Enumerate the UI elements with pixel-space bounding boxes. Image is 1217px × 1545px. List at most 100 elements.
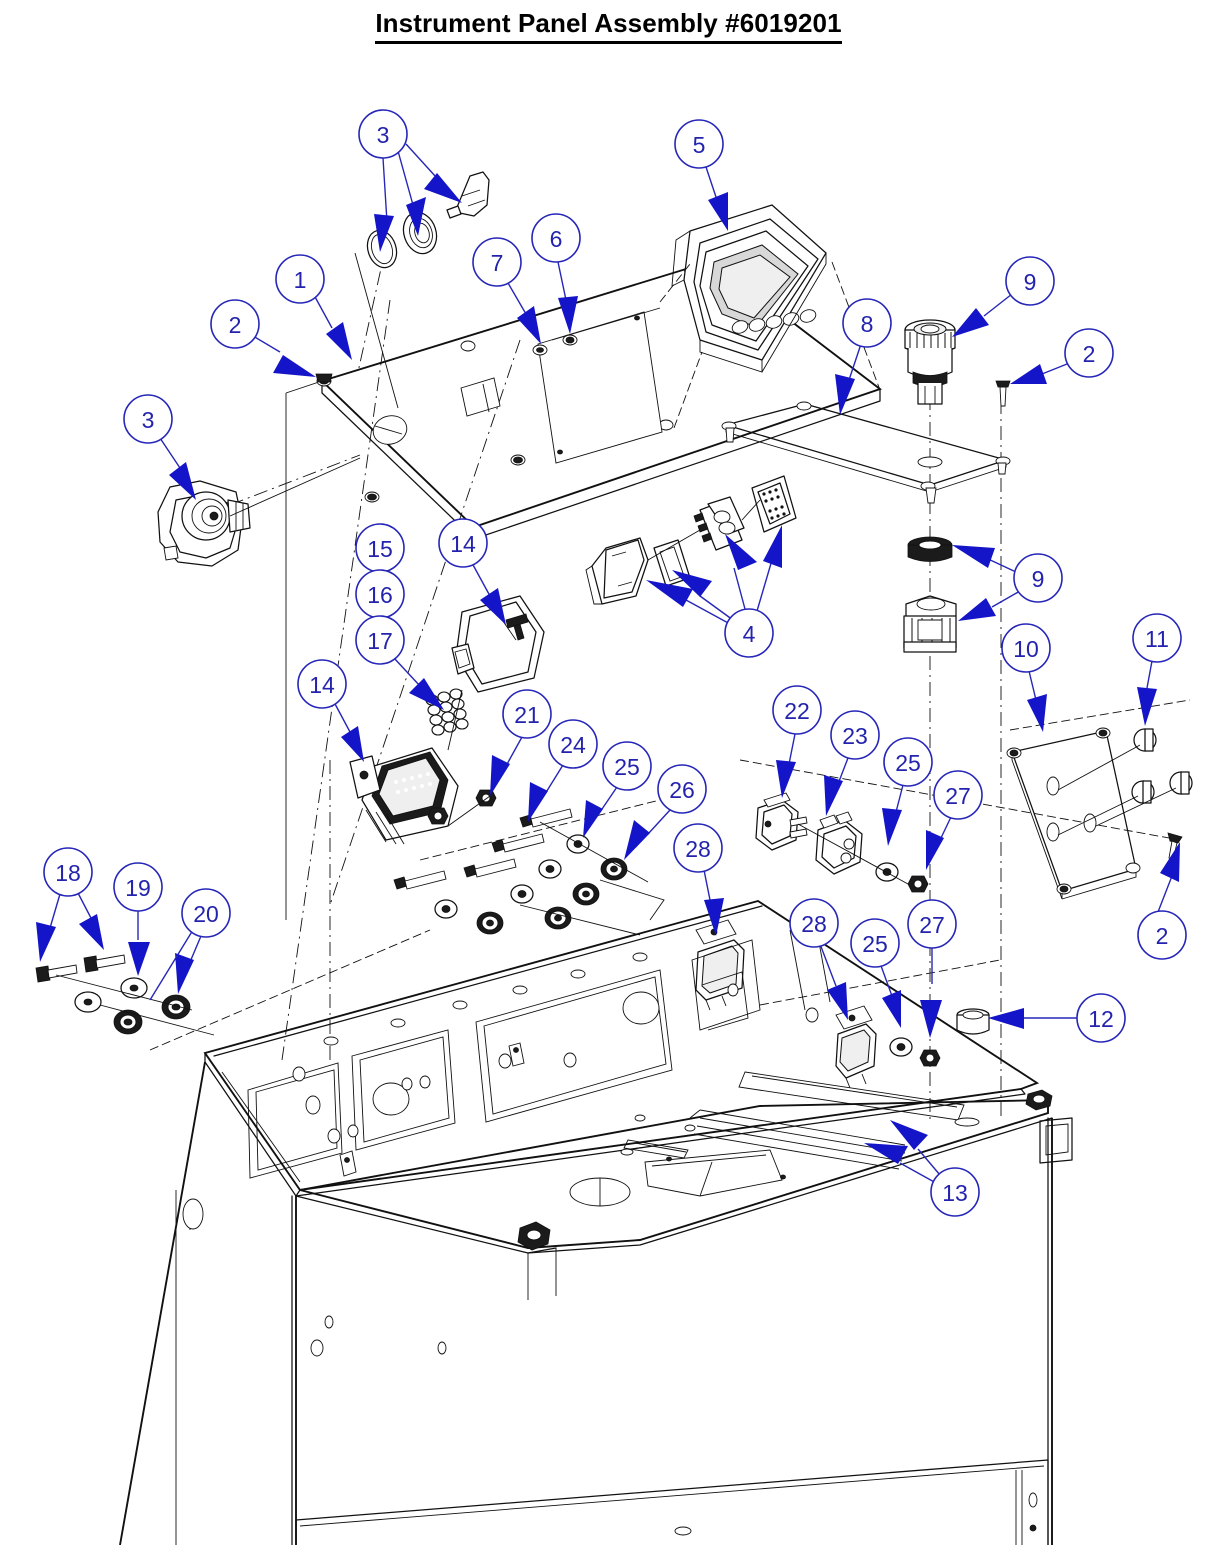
callout-label: 5 [693,132,706,158]
callout-circle[interactable] [210,299,260,349]
callout-circle[interactable] [933,770,983,820]
callout-bubble-17[interactable]: 17 [355,615,405,665]
callout-label: 14 [309,672,335,698]
callout-bubble-16[interactable]: 16 [355,569,405,619]
callout-bubble-2[interactable]: 2 [1137,910,1187,960]
callout-bubble-18[interactable]: 18 [43,847,93,897]
callout-bubble-25[interactable]: 25 [602,741,652,791]
callout-circle[interactable] [1137,910,1187,960]
callout-label: 8 [861,311,874,337]
page-title: Instrument Panel Assembly #6019201 [0,8,1217,44]
callout-label: 24 [560,732,586,758]
callout-label: 14 [450,531,476,557]
callout-label: 27 [919,912,945,938]
callout-bubble-4[interactable]: 4 [724,608,774,658]
callout-bubble-22[interactable]: 22 [772,685,822,735]
callout-bubble-27[interactable]: 27 [933,770,983,820]
callout-label: 2 [229,312,242,338]
callout-circle[interactable] [789,898,839,948]
callout-circle[interactable] [830,710,880,760]
callout-bubble-3[interactable]: 3 [123,394,173,444]
callout-label: 6 [550,226,563,252]
callout-bubble-8[interactable]: 8 [842,298,892,348]
callout-bubble-14[interactable]: 14 [297,659,347,709]
callout-circle[interactable] [123,394,173,444]
callout-label: 21 [514,702,540,728]
callout-label: 2 [1083,341,1096,367]
part-9-estop-assembly [903,319,957,653]
callout-bubble-5[interactable]: 5 [674,119,724,169]
callout-label: 19 [125,875,151,901]
callout-bubble-7[interactable]: 7 [472,237,522,287]
callout-circle[interactable] [1013,553,1063,603]
callout-circle[interactable] [297,659,347,709]
callout-circle[interactable] [907,899,957,949]
callout-bubble-28[interactable]: 28 [673,823,723,873]
callout-bubble-2[interactable]: 2 [210,299,260,349]
callout-bubble-19[interactable]: 19 [113,862,163,912]
callout-bubble-24[interactable]: 24 [548,719,598,769]
callout-circle[interactable] [602,741,652,791]
callout-circle[interactable] [1064,328,1114,378]
fastener-rows-24-25-26 [393,808,665,936]
callout-bubble-6[interactable]: 6 [531,213,581,263]
callout-bubble-13[interactable]: 13 [930,1167,980,1217]
callout-circle[interactable] [674,119,724,169]
callout-bubble-9[interactable]: 9 [1013,553,1063,603]
callout-label: 9 [1024,269,1037,295]
callout-circle[interactable] [113,862,163,912]
page-title-text: Instrument Panel Assembly #6019201 [375,8,842,44]
callout-bubble-25[interactable]: 25 [883,737,933,787]
callout-circle[interactable] [1005,256,1055,306]
callout-bubble-1[interactable]: 1 [275,254,325,304]
part-14-17-relay-module [349,595,545,845]
callout-circle[interactable] [673,823,723,873]
callout-circle[interactable] [358,109,408,159]
callout-bubble-12[interactable]: 12 [1076,993,1126,1043]
callout-bubble-15[interactable]: 15 [355,523,405,573]
callout-circle[interactable] [1132,613,1182,663]
callout-circle[interactable] [883,737,933,787]
callout-bubble-11[interactable]: 11 [1132,613,1182,663]
callout-bubble-20[interactable]: 20 [181,888,231,938]
callout-circle[interactable] [657,764,707,814]
callout-label: 7 [491,250,504,276]
callout-circle[interactable] [842,298,892,348]
callout-circle[interactable] [275,254,325,304]
callout-circle[interactable] [548,719,598,769]
callout-circle[interactable] [472,237,522,287]
callout-circle[interactable] [772,685,822,735]
part-10-bracket-plate [1006,727,1193,900]
callout-bubble-26[interactable]: 26 [657,764,707,814]
callout-circle[interactable] [43,847,93,897]
callout-circle[interactable] [1076,993,1126,1043]
callout-circle[interactable] [930,1167,980,1217]
callout-label: 3 [377,122,390,148]
callout-bubble-9[interactable]: 9 [1005,256,1055,306]
callout-circle[interactable] [355,615,405,665]
callout-circle[interactable] [724,608,774,658]
callout-bubble-25[interactable]: 25 [850,918,900,968]
callout-circle[interactable] [438,518,488,568]
callout-bubble-21[interactable]: 21 [502,689,552,739]
callout-circle[interactable] [531,213,581,263]
part-2-screws [315,373,1183,861]
callout-bubble-27[interactable]: 27 [907,899,957,949]
callout-label: 25 [614,754,640,780]
callout-bubble-14[interactable]: 14 [438,518,488,568]
callout-bubble-23[interactable]: 23 [830,710,880,760]
callout-circle[interactable] [850,918,900,968]
callout-circle[interactable] [1001,623,1051,673]
callout-circle[interactable] [181,888,231,938]
callout-label: 10 [1013,636,1039,662]
part-5-display-unit [659,204,881,429]
callout-bubble-2[interactable]: 2 [1064,328,1114,378]
callout-circle[interactable] [502,689,552,739]
fasteners-18-19-20 [35,954,215,1036]
callout-bubble-10[interactable]: 10 [1001,623,1051,673]
callout-bubble-3[interactable]: 3 [358,109,408,159]
callout-bubble-28[interactable]: 28 [789,898,839,948]
